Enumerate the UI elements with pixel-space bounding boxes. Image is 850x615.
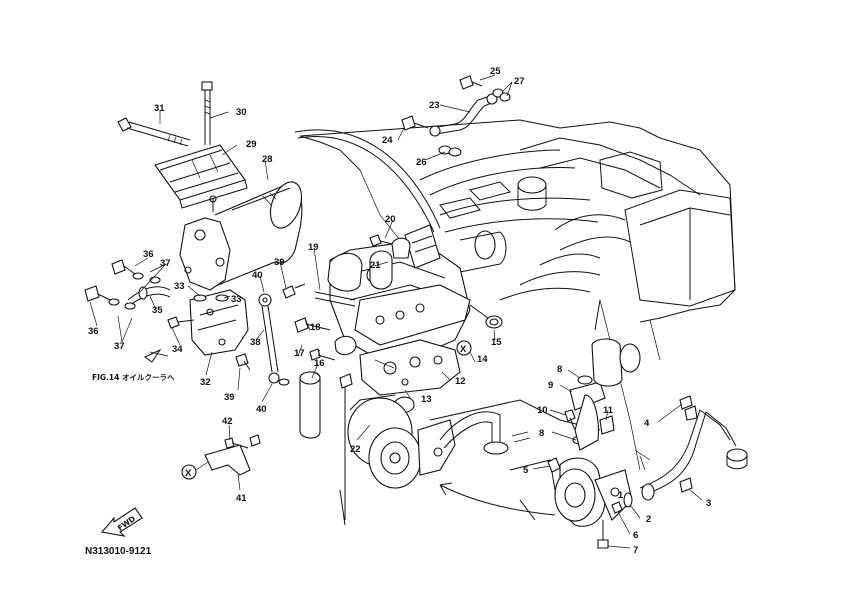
callout-3: 3 [706, 498, 711, 509]
bolt-39 [235, 353, 290, 386]
callout-2: 2 [646, 514, 651, 525]
callout-35: 35 [152, 305, 163, 316]
callout-26: 26 [416, 157, 427, 168]
reference-note-text: FIG.14 オイルクーラへ [92, 372, 175, 382]
callout-7: 7 [633, 545, 638, 556]
callout-34: 34 [172, 344, 183, 355]
pump-assembly-right [547, 338, 641, 549]
callout-5: 5 [523, 465, 529, 476]
callout-17: 17 [294, 348, 305, 359]
callout-14: 14 [477, 354, 488, 365]
callout-21: 21 [370, 260, 381, 271]
pickup-hose [439, 411, 531, 455]
reference-note: FIG.14 オイルクーラへ [92, 348, 175, 382]
callout-33-left: 33 [174, 281, 185, 292]
oil-pump-22 [347, 394, 456, 489]
callout-23: 23 [429, 100, 440, 111]
callout-27: 27 [514, 76, 525, 87]
callout-11: 11 [603, 405, 614, 416]
callout-41: 41 [236, 493, 247, 504]
callout-29: 29 [246, 139, 257, 150]
bolt-36a [111, 259, 161, 284]
callout-37-bottom: 37 [114, 341, 125, 352]
callout-13: 13 [421, 394, 432, 405]
callout-10: 10 [537, 405, 548, 416]
callout-8-top: 8 [557, 364, 562, 375]
callout-36-left: 36 [88, 326, 99, 337]
callout-33-right: 33 [231, 294, 242, 305]
starter-bracket [154, 144, 248, 212]
oil-pipe-right [634, 395, 748, 501]
callout-32: 32 [200, 377, 211, 388]
figure-code: N313010-9121 [85, 546, 152, 557]
callout-6: 6 [633, 530, 638, 541]
hose-35 [127, 286, 171, 307]
pipe-23-assembly [401, 75, 511, 157]
bolt-36b [84, 285, 136, 310]
callout-numbers: 1 2 3 4 5 6 7 8 8 9 10 11 12 13 14 15 16… [88, 66, 711, 556]
callout-28: 28 [262, 154, 273, 165]
callout-16: 16 [314, 358, 325, 369]
callout-1: 1 [618, 490, 624, 501]
callout-24: 24 [382, 135, 393, 146]
callout-19: 19 [308, 242, 319, 253]
marker-x-left: X [181, 464, 197, 480]
callout-38: 38 [250, 337, 261, 348]
callout-22: 22 [350, 444, 361, 455]
callout-37-top: 37 [160, 258, 171, 269]
callout-12: 12 [455, 376, 466, 387]
callout-40-top: 40 [252, 270, 263, 281]
callout-25: 25 [490, 66, 501, 77]
bolt-31 [117, 117, 191, 147]
callout-40-bottom: 40 [256, 404, 267, 415]
callout-15: 15 [491, 337, 502, 348]
callout-30: 30 [236, 107, 247, 118]
starter-motor [179, 181, 303, 291]
callout-18: 18 [310, 322, 321, 333]
lower-bracket [189, 289, 249, 356]
callout-4: 4 [644, 418, 650, 429]
manifold-housing [314, 224, 503, 413]
filter-housing [294, 317, 336, 439]
rod-38 [258, 283, 306, 384]
svg-text:X: X [185, 468, 192, 479]
callout-39-top: 39 [274, 257, 285, 268]
bolt-34 [167, 316, 195, 329]
callout-20: 20 [385, 214, 396, 225]
oil-line-curve [294, 129, 441, 233]
callout-9: 9 [548, 380, 553, 391]
callout-42: 42 [222, 416, 233, 427]
marker-x-right: X [456, 340, 472, 356]
callout-31: 31 [154, 103, 165, 114]
svg-text:X: X [460, 344, 467, 355]
bracket-41 [204, 434, 261, 476]
callout-36-top: 36 [143, 249, 154, 260]
assembly-arrow [439, 482, 556, 516]
leader-lines [89, 74, 703, 549]
callout-39-bottom: 39 [224, 392, 235, 403]
bolt-30 [201, 81, 213, 145]
callout-8-bottom: 8 [539, 428, 544, 439]
fwd-arrow: FWD [100, 507, 143, 537]
